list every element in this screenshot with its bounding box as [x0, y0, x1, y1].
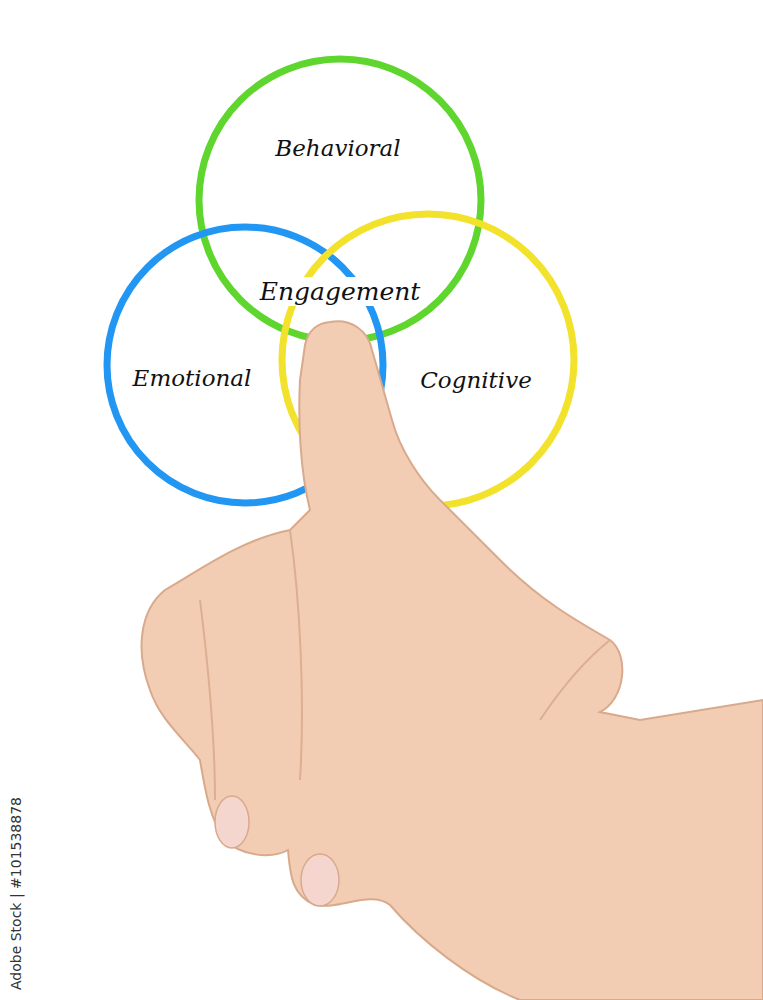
- hand-shape: [142, 321, 763, 1000]
- circle-stroke: [199, 59, 481, 341]
- fingernail: [301, 854, 339, 906]
- watermark: Adobe Stock | #101538878: [8, 797, 24, 990]
- fingernail: [215, 796, 249, 848]
- finger-crease: [290, 530, 302, 780]
- finger-crease: [540, 640, 610, 720]
- finger-crease: [200, 600, 215, 800]
- circle-label: Emotional: [133, 365, 252, 391]
- circle-label: Cognitive: [420, 367, 532, 393]
- circle-label: Behavioral: [275, 135, 400, 161]
- center-label: Engagement: [256, 277, 425, 306]
